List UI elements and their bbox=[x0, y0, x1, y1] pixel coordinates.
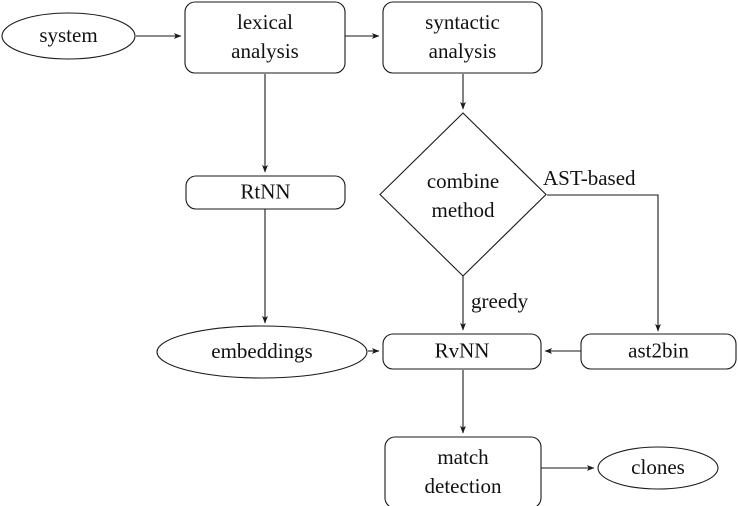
rvnn-label: RvNN bbox=[435, 338, 490, 362]
embeddings-label: embeddings bbox=[211, 339, 312, 363]
node-lexical-analysis[interactable]: lexical analysis bbox=[184, 1, 346, 74]
match-detection-label-line1: match bbox=[437, 445, 489, 469]
syntactic-analysis-box-shape bbox=[382, 1, 543, 74]
rtnn-box-shape bbox=[185, 175, 346, 210]
match-detection-box-shape bbox=[384, 436, 542, 506]
edge-label-ast-based: AST-based bbox=[543, 166, 636, 190]
combine-method-label-line1: combine bbox=[427, 169, 499, 193]
combine-method-diamond-shape bbox=[379, 112, 547, 277]
combine-method-label-line2: method bbox=[432, 198, 495, 222]
embeddings-ellipse-shape bbox=[156, 325, 368, 379]
node-combine-method[interactable]: combine method bbox=[379, 112, 547, 277]
syntactic-analysis-label-line1: syntactic bbox=[425, 10, 500, 34]
system-label: system bbox=[39, 23, 97, 47]
ast2bin-box-shape bbox=[580, 333, 737, 370]
syntactic-analysis-label-line2: analysis bbox=[429, 39, 497, 63]
lexical-analysis-label-line2: analysis bbox=[231, 39, 299, 63]
edge-label-greedy: greedy bbox=[471, 289, 529, 313]
node-ast2bin[interactable]: ast2bin bbox=[580, 333, 737, 370]
node-match-detection[interactable]: match detection bbox=[384, 436, 542, 506]
node-rvnn[interactable]: RvNN bbox=[382, 333, 542, 370]
match-detection-label-line2: detection bbox=[425, 474, 502, 498]
lexical-analysis-label-line1: lexical bbox=[237, 10, 293, 34]
node-clones[interactable]: clones bbox=[597, 446, 719, 490]
node-rtnn[interactable]: RtNN bbox=[185, 175, 346, 210]
node-system[interactable]: system bbox=[1, 12, 136, 60]
lexical-analysis-box-shape bbox=[184, 1, 346, 74]
edge-combine-to-ast2bin bbox=[547, 194, 661, 332]
ast2bin-label: ast2bin bbox=[628, 338, 689, 362]
node-syntactic-analysis[interactable]: syntactic analysis bbox=[382, 1, 543, 74]
rvnn-box-shape bbox=[382, 333, 542, 370]
system-ellipse-shape bbox=[1, 12, 136, 60]
node-embeddings[interactable]: embeddings bbox=[156, 325, 368, 379]
clones-ellipse-shape bbox=[597, 446, 719, 490]
rtnn-label: RtNN bbox=[240, 179, 290, 203]
clones-label: clones bbox=[631, 455, 685, 479]
